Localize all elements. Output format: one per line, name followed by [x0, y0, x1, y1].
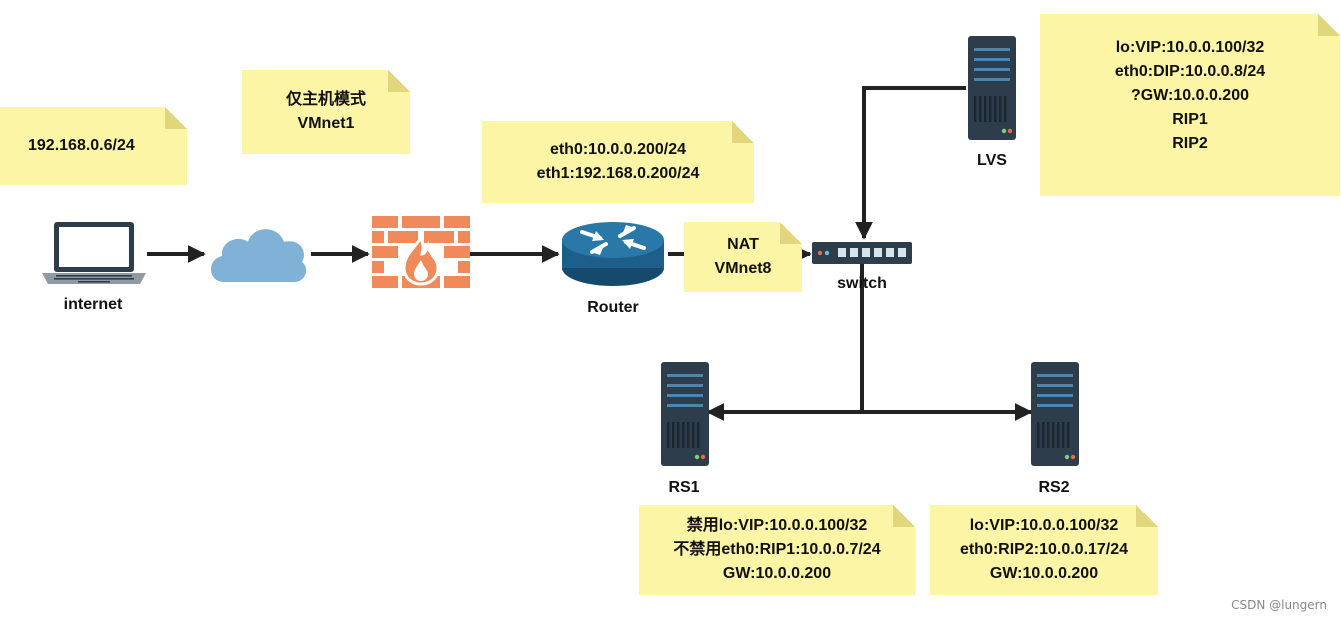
rs2-label: RS2	[1038, 479, 1070, 496]
lvs-server-icon	[968, 36, 1016, 140]
note-host-only: 仅主机模式 VMnet1	[242, 70, 410, 154]
note-line: eth0:RIP2:10.0.0.17/24	[959, 541, 1129, 558]
note-line: eth1:192.168.0.200/24	[536, 165, 700, 182]
note-line: 192.168.0.6/24	[28, 137, 135, 154]
note-rs1-config: 禁用lo:VIP:10.0.0.100/32 不禁用eth0:RIP1:10.0…	[639, 505, 915, 595]
rs2-server-icon	[1031, 362, 1079, 466]
internet-label: internet	[63, 296, 123, 313]
note-client-ip: 192.168.0.6/24	[0, 107, 187, 185]
router-label: Router	[587, 299, 639, 316]
rs1-label: RS1	[668, 479, 700, 496]
note-line: RIP2	[1172, 135, 1208, 152]
note-line: lo:VIP:10.0.0.100/32	[969, 517, 1119, 534]
wire-lvs-to-switch	[855, 86, 966, 240]
note-line: 禁用lo:VIP:10.0.0.100/32	[686, 517, 868, 534]
note-line: GW:10.0.0.200	[722, 565, 832, 582]
note-line: ?GW:10.0.0.200	[1131, 87, 1249, 104]
note-line: 仅主机模式	[285, 91, 366, 108]
note-router-ips: eth0:10.0.0.200/24 eth1:192.168.0.200/24	[482, 121, 754, 203]
note-line: VMnet1	[297, 115, 355, 132]
watermark: CSDN @lungern	[1231, 598, 1327, 612]
note-line: eth0:10.0.0.200/24	[549, 141, 687, 158]
note-line: NAT	[727, 236, 759, 253]
note-rs2-config: lo:VIP:10.0.0.100/32 eth0:RIP2:10.0.0.17…	[930, 505, 1158, 595]
switch-icon	[812, 242, 912, 264]
note-line: GW:10.0.0.200	[989, 565, 1099, 582]
lvs-label: LVS	[977, 152, 1007, 169]
note-line: eth0:DIP:10.0.0.8/24	[1114, 63, 1266, 80]
cloud-icon	[210, 229, 307, 282]
laptop-icon	[42, 222, 146, 284]
note-nat: NAT VMnet8	[684, 222, 802, 292]
note-lvs-config: lo:VIP:10.0.0.100/32 eth0:DIP:10.0.0.8/2…	[1040, 14, 1340, 196]
firewall-icon	[372, 216, 470, 288]
rs1-server-icon	[661, 362, 709, 466]
note-line: VMnet8	[714, 260, 772, 277]
note-line: lo:VIP:10.0.0.100/32	[1115, 39, 1265, 56]
note-line: RIP1	[1172, 111, 1208, 128]
switch-label: switch	[837, 275, 887, 292]
note-line: 不禁用eth0:RIP1:10.0.0.7/24	[673, 541, 881, 558]
router-icon	[562, 222, 664, 286]
